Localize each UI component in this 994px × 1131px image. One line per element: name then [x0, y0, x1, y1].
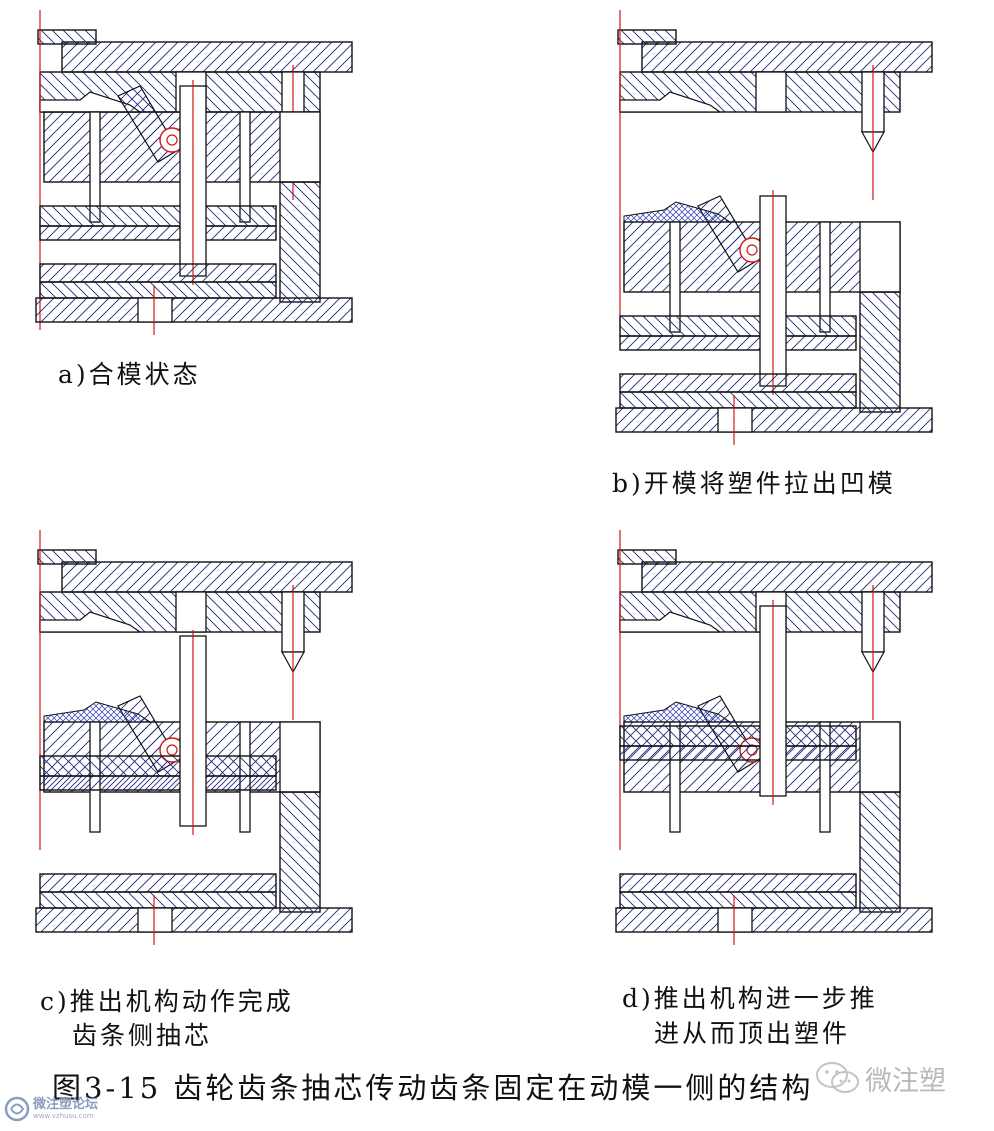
fixed-half: [617, 10, 933, 330]
ejector-retainer-plate: [619, 315, 857, 337]
slide-guide-block: [279, 721, 321, 793]
ejector-retainer-plate: [619, 725, 857, 747]
bottom-plate: [619, 391, 857, 409]
bottom-clamp-plate: [615, 407, 933, 433]
ejector-plate: [39, 225, 277, 241]
support-block: [279, 791, 321, 913]
moving-half: [35, 630, 353, 945]
bottom-clamp-plate: [35, 297, 353, 323]
sprue-bushing: [37, 549, 97, 565]
sprue-bushing: [617, 549, 677, 565]
molded-part: [623, 701, 732, 723]
support-block: [279, 181, 321, 303]
slide-guide-block: [859, 721, 901, 793]
panel-a: [35, 10, 353, 335]
spacer-plate: [619, 373, 857, 393]
top-clamp-plate: [61, 561, 353, 593]
ejector-plate: [619, 745, 857, 761]
pinion-hub: [166, 744, 178, 756]
forum-logo-icon: [4, 1096, 30, 1122]
guide-bushing-top: [755, 71, 787, 113]
sprue-bushing: [617, 29, 677, 45]
ejector-plate: [619, 335, 857, 351]
moving-half: [615, 190, 933, 445]
ejector-plate: [39, 775, 277, 791]
ejector-assembly: [619, 600, 857, 805]
fixed-half: [37, 530, 353, 850]
ejector-retainer-plate: [39, 755, 277, 777]
pinion-hub: [746, 244, 758, 256]
top-clamp-plate: [641, 41, 933, 73]
spacer-plate: [39, 873, 277, 893]
support-block: [859, 791, 901, 913]
forum-url: www.vzhusu.com: [33, 1112, 94, 1120]
support-block: [859, 291, 901, 413]
knockout-hole: [717, 407, 753, 433]
knockout-hole: [137, 297, 173, 323]
panel-b: [615, 10, 933, 445]
ejector-assembly: [619, 190, 857, 395]
slide-guide-block: [859, 221, 901, 293]
caption-c-line2: 齿条侧抽芯: [72, 1021, 213, 1050]
bottom-clamp-plate: [615, 907, 933, 933]
watermark-text: 微注塑: [865, 1065, 946, 1097]
forum-name: 微注塑论坛: [33, 1097, 99, 1112]
figure-title: 图3-15 齿轮齿条抽芯传动齿条固定在动模一侧的结构: [52, 1071, 814, 1105]
spacer-plate: [619, 873, 857, 893]
molded-part: [43, 701, 152, 723]
guide-bushing-top: [175, 591, 207, 633]
bottom-plate: [39, 891, 277, 909]
caption-c-line1: c)推出机构动作完成: [40, 987, 294, 1016]
ejector-assembly: [39, 630, 277, 835]
ejector-retainer-plate: [39, 205, 277, 227]
caption-a: a)合模状态: [58, 360, 201, 389]
caption-d-line2: 进从而顶出塑件: [654, 1019, 851, 1048]
sprue-bushing: [37, 29, 97, 45]
moving-half: [35, 80, 353, 335]
pinion-hub: [166, 134, 178, 146]
moving-half: [615, 600, 933, 945]
spacer-plate: [39, 263, 277, 283]
caption-b: b)开模将塑件拉出凹模: [612, 469, 896, 498]
panel-d: [615, 530, 933, 945]
knockout-hole: [717, 907, 753, 933]
watermark-right: 微注塑: [815, 1058, 946, 1098]
knockout-hole: [137, 907, 173, 933]
ejector-assembly: [39, 80, 277, 285]
watermark-left: 微注塑论坛 www.vzhusu.com: [4, 1094, 98, 1124]
top-clamp-plate: [641, 561, 933, 593]
caption-d-line1: d)推出机构进一步推: [622, 984, 878, 1013]
bottom-plate: [39, 281, 277, 299]
ejector-pin: [819, 721, 831, 833]
top-clamp-plate: [61, 41, 353, 73]
wechat-icon: [816, 1062, 859, 1093]
bottom-plate: [619, 891, 857, 909]
bottom-clamp-plate: [35, 907, 353, 933]
panel-c: [35, 530, 353, 945]
slide-guide-block: [279, 111, 321, 183]
molded-part: [623, 201, 732, 223]
